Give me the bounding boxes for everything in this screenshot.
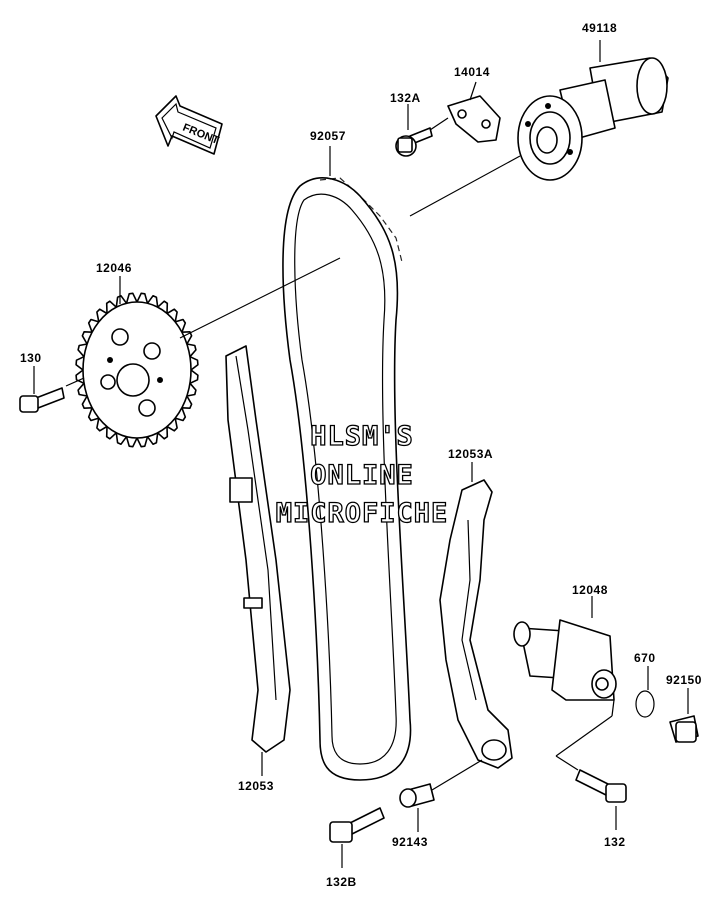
collar[interactable] [399,783,435,808]
part-labels: 49118 14014 132A 92057 12046 130 12053A … [20,21,702,889]
o-ring[interactable] [635,690,655,718]
label-132b[interactable]: 132B [326,875,357,889]
front-direction-arrow: FRONT [155,95,223,155]
watermark-line-1: HLSM'S [310,421,414,452]
cam-chain[interactable] [282,177,412,781]
label-92143[interactable]: 92143 [392,835,428,849]
label-92057[interactable]: 92057 [310,129,346,143]
plate[interactable] [447,95,501,143]
bolt-132[interactable] [575,769,627,803]
label-132a[interactable]: 132A [390,91,421,105]
bolt-130[interactable] [19,387,65,413]
label-132[interactable]: 132 [604,835,626,849]
cam-sprocket[interactable] [75,292,199,448]
label-14014[interactable]: 14014 [454,65,490,79]
label-12053[interactable]: 12053 [238,779,274,793]
chain-guide-rear[interactable] [439,479,513,769]
label-130[interactable]: 130 [20,351,42,365]
label-92150[interactable]: 92150 [666,673,702,687]
bolt-132a[interactable] [395,127,433,157]
label-12048[interactable]: 12048 [572,583,608,597]
bolt-92150[interactable] [669,715,699,743]
camshaft[interactable] [517,57,669,181]
chain-guide-front[interactable] [225,345,291,753]
label-12053a[interactable]: 12053A [448,447,493,461]
chain-tensioner[interactable] [513,619,617,701]
label-670[interactable]: 670 [634,651,656,665]
label-12046[interactable]: 12046 [96,261,132,275]
watermark: HLSM'S ONLINE MICROFICHE [275,420,449,529]
bolt-132b[interactable] [329,807,385,843]
watermark-line-2: ONLINE [310,460,414,491]
leader-lines [33,40,689,868]
label-49118[interactable]: 49118 [582,21,617,35]
watermark-line-3: MICROFICHE [276,498,449,529]
